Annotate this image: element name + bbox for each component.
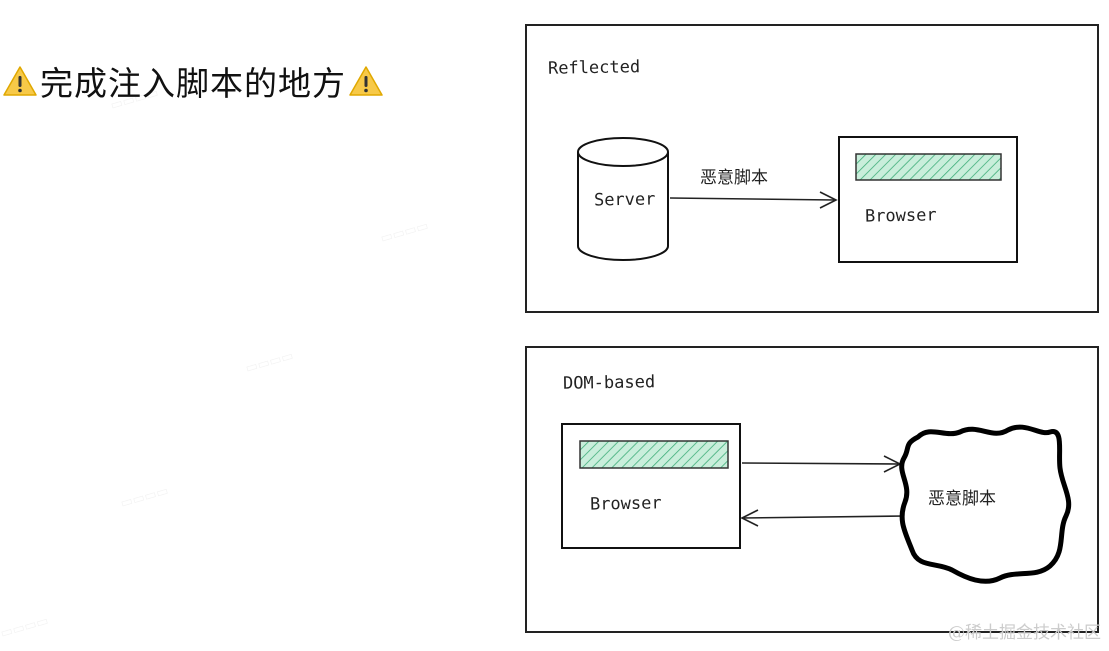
dom-arrow-out: [741, 455, 902, 473]
title-text: 完成注入脚本的地方: [40, 64, 346, 103]
reflected-arrow: [669, 191, 838, 209]
dom-arrow-in: [740, 509, 906, 527]
server-cylinder: [577, 137, 669, 261]
cloud-label: 恶意脚本: [928, 489, 996, 509]
warning-icon: [349, 66, 383, 96]
reflected-browser-highlight: [855, 153, 1002, 181]
dom-browser-label: Browser: [589, 493, 662, 515]
page-title: 完成注入脚本的地方: [2, 58, 384, 104]
server-label: Server: [593, 189, 656, 211]
dom-based-label: DOM-based: [562, 372, 656, 394]
warning-icon: [3, 66, 37, 96]
reflected-arrow-label: 恶意脚本: [700, 168, 768, 188]
dom-browser-highlight: [579, 440, 729, 469]
reflected-label: Reflected: [547, 57, 641, 79]
footer-credit: @稀土掘金技术社区: [948, 623, 1101, 643]
cloud-shape: [899, 424, 1072, 584]
reflected-browser-label: Browser: [864, 205, 937, 227]
